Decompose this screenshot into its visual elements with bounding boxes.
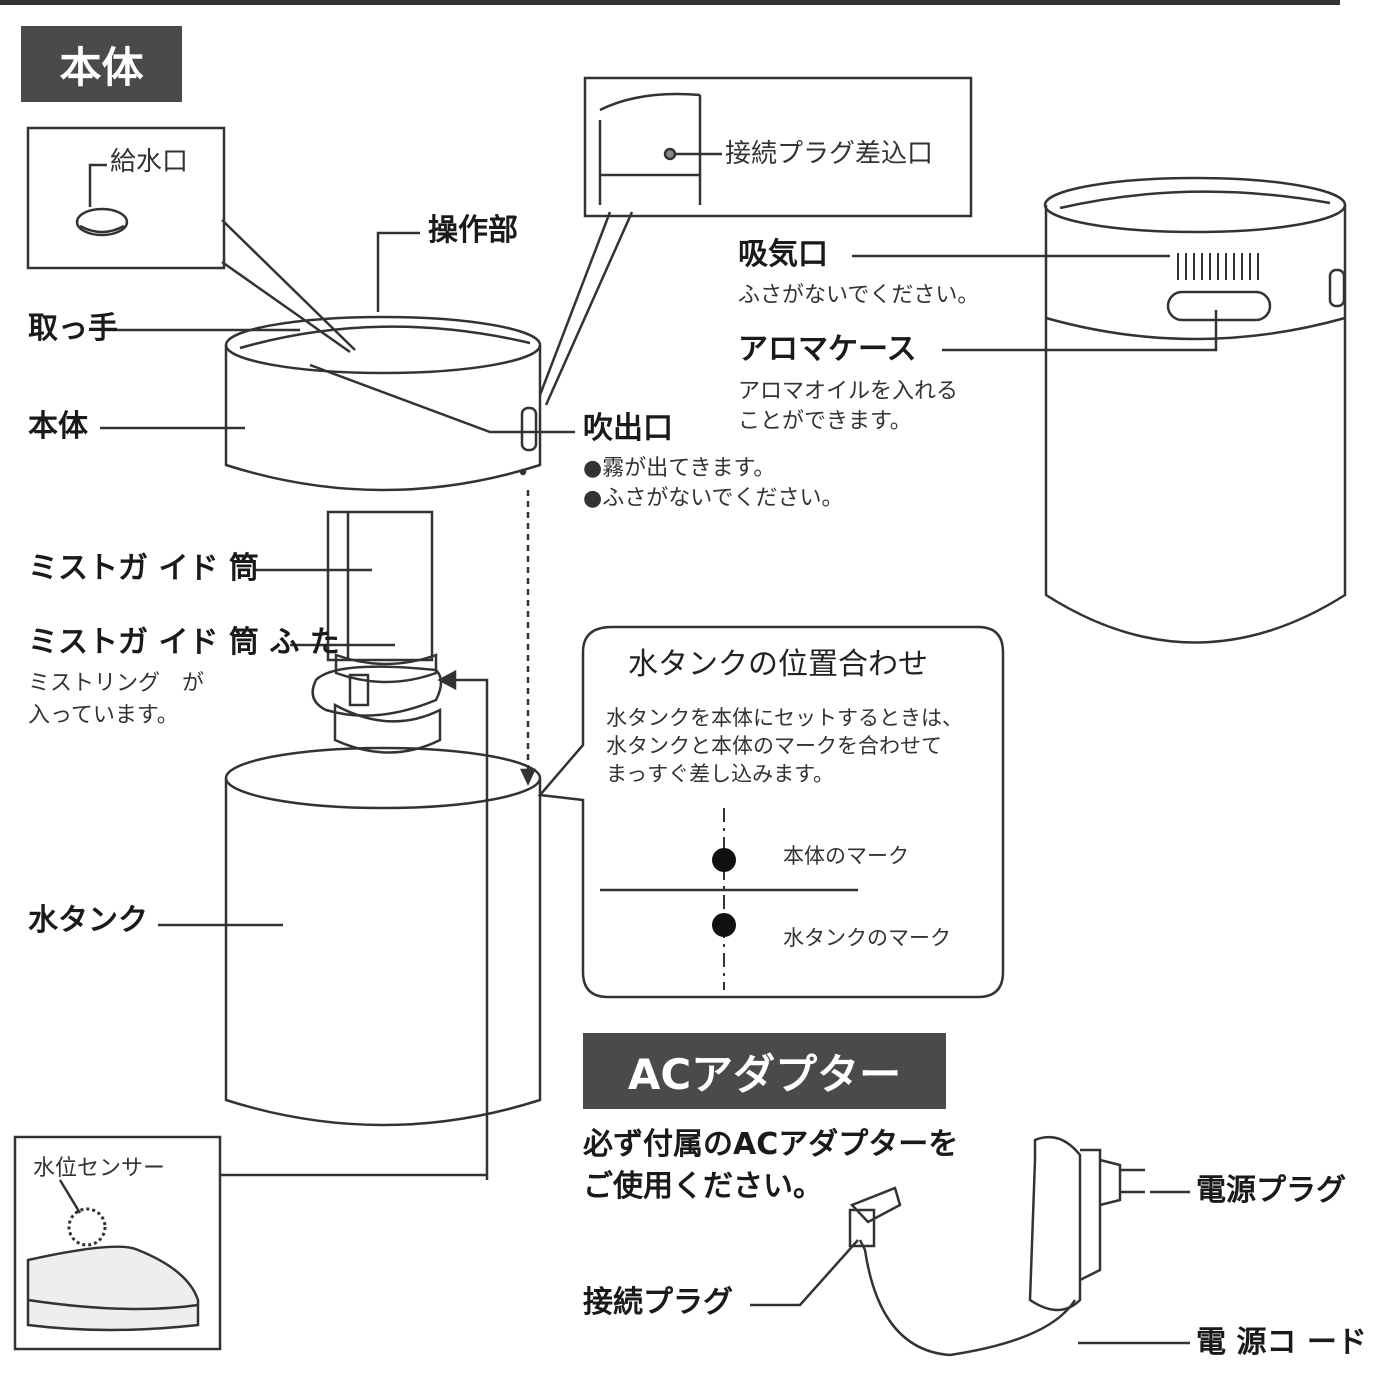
air-intake-note: ふさがないでください。	[738, 283, 980, 308]
body-top	[224, 315, 542, 375]
air-intake-label: 吸気口	[738, 237, 828, 272]
alignment-box	[537, 625, 1005, 999]
body-mark-dot	[712, 848, 736, 872]
mist-tube	[326, 510, 434, 662]
power-cord	[858, 1239, 1077, 1357]
side-unit-body	[1044, 205, 1347, 644]
mist-tube-label: ミストガ イド 筒	[28, 551, 259, 586]
aroma-note-2: ことができます。	[738, 409, 912, 434]
control-panel-label: 操作部	[428, 213, 518, 248]
alignment-title: 水タンクの位置合わせ	[628, 647, 928, 682]
alignment-line-2: 水タンクと本体のマークを合わせて	[606, 734, 942, 758]
handle-label: 取っ手	[28, 311, 118, 346]
water-level-sensor-label: 水位センサー	[33, 1156, 166, 1181]
mist-tube-lid-label: ミストガ イド 筒 ふ た	[28, 625, 340, 660]
water-inlet-label: 給水口	[110, 147, 189, 177]
body-section-header: 本体	[21, 26, 182, 102]
side-unit-top	[1043, 176, 1347, 234]
adapter-instruction-1: 必ず付属のACアダプターを	[583, 1127, 959, 1162]
water-inlet-inset	[26, 126, 226, 270]
connector-plug-label: 接続プラグ	[583, 1285, 733, 1320]
mist-ring-note-2: 入っています。	[28, 703, 179, 728]
alignment-line-1: 水タンクを本体にセットするときは、	[606, 706, 963, 730]
outlet-label: 吹出口	[583, 411, 673, 446]
tank-top	[224, 746, 542, 810]
main-body-label: 本体	[28, 409, 88, 444]
tank-cylinder	[224, 778, 542, 1127]
aroma-note-1: アロマオイルを入れる	[738, 379, 959, 404]
sensor-inset	[13, 1135, 222, 1351]
water-tank-label: 水タンク	[28, 903, 148, 938]
alignment-line-3: まっすぐ差し込みます。	[606, 762, 835, 786]
connector-port-label: 接続プラグ差込口	[725, 139, 934, 169]
adapter-section-header: ACアダプター	[583, 1033, 946, 1109]
outlet-note-1: ●霧が出てきます。	[583, 456, 776, 481]
body-cylinder	[224, 345, 542, 492]
adapter-instruction-2: ご使用ください。	[583, 1169, 823, 1204]
mist-ring-note-1: ミストリング が	[28, 671, 205, 696]
body-mark-label: 本体のマーク	[783, 844, 909, 868]
tank-mark-label: 水タンクのマーク	[783, 926, 951, 950]
power-cord-label: 電 源コ ード	[1196, 1325, 1367, 1360]
outlet-note-2: ●ふさがないでください。	[583, 486, 844, 511]
aroma-case-label: アロマケース	[738, 332, 917, 367]
power-plug-label: 電源プラグ	[1196, 1173, 1346, 1208]
connector-inset	[583, 76, 973, 218]
tank-mark-dot	[712, 913, 736, 937]
adapter-body	[1028, 1135, 1082, 1312]
